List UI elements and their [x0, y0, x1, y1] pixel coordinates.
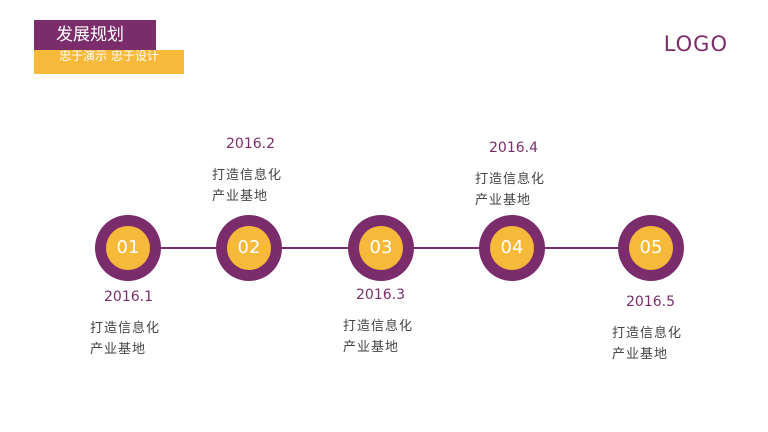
timeline-node-number: 03	[359, 226, 403, 270]
timeline-desc-5: 打造信息化 产业基地	[612, 323, 682, 365]
timeline-date-2: 2016.2	[226, 136, 275, 152]
timeline-node-number: 05	[629, 226, 673, 270]
timeline-date-4: 2016.4	[489, 140, 538, 156]
desc-line: 产业基地	[343, 340, 400, 355]
desc-line: 打造信息化	[475, 172, 546, 187]
timeline-desc-2: 打造信息化 产业基地	[212, 165, 282, 207]
timeline-desc-1: 打造信息化 产业基地	[90, 318, 160, 360]
timeline-node-3: 03	[348, 215, 414, 281]
page-subtitle: 忠于演示 忠于设计	[34, 50, 184, 74]
timeline-date-1: 2016.1	[104, 289, 153, 305]
timeline-desc-4: 打造信息化 产业基地	[475, 169, 545, 211]
timeline-node-number: 04	[490, 226, 534, 270]
desc-line: 打造信息化	[343, 319, 414, 334]
subtitle-text: 忠于演示 忠于设计	[59, 50, 159, 63]
timeline-node-2: 02	[216, 215, 282, 281]
desc-line: 产业基地	[475, 193, 532, 208]
desc-line: 产业基地	[212, 189, 269, 204]
timeline-date-3: 2016.3	[356, 287, 405, 303]
desc-line: 打造信息化	[212, 168, 283, 183]
timeline-node-1: 01	[95, 215, 161, 281]
logo: LOGO	[663, 32, 728, 56]
desc-line: 打造信息化	[612, 326, 683, 341]
desc-line: 产业基地	[612, 347, 669, 362]
timeline-node-4: 04	[479, 215, 545, 281]
page-title: 发展规划	[34, 20, 156, 50]
timeline-desc-3: 打造信息化 产业基地	[343, 316, 413, 358]
timeline-node-5: 05	[618, 215, 684, 281]
timeline-date-5: 2016.5	[626, 294, 675, 310]
desc-line: 产业基地	[90, 342, 147, 357]
timeline-node-number: 01	[106, 226, 150, 270]
desc-line: 打造信息化	[90, 321, 161, 336]
timeline-node-number: 02	[227, 226, 271, 270]
